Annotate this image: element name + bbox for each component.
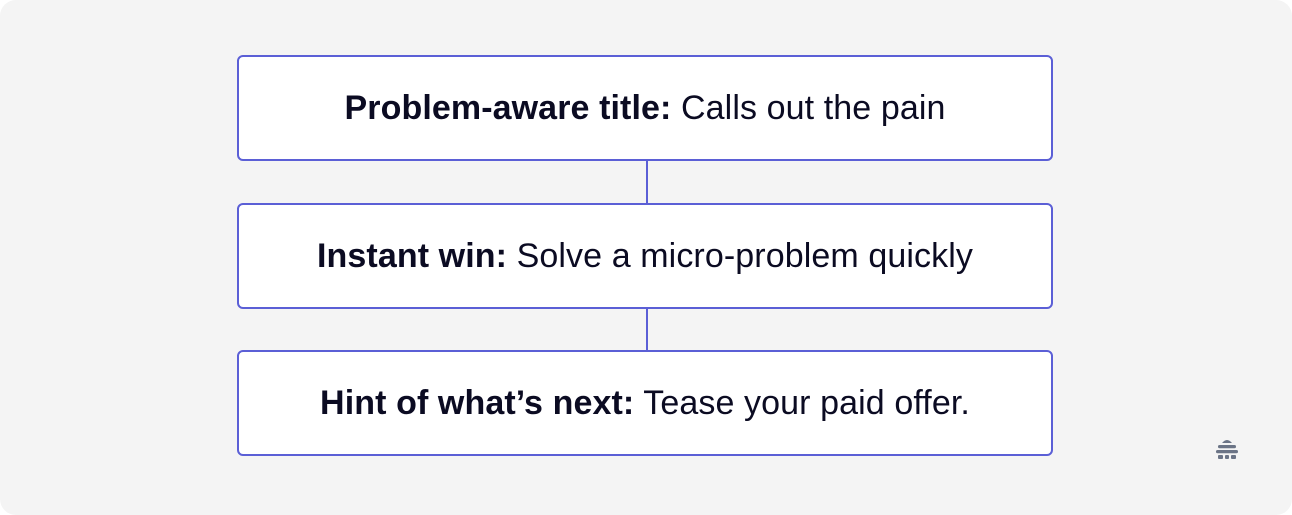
step-lead: Problem-aware title: xyxy=(344,88,672,127)
step-box-problem-aware-title: Problem-aware title: Calls out the pain xyxy=(237,55,1053,161)
step-text: Solve a micro-problem quickly xyxy=(507,236,973,275)
step-lead: Hint of what’s next: xyxy=(320,383,635,422)
step-box-hint-of-whats-next: Hint of what’s next: Tease your paid off… xyxy=(237,350,1053,456)
step-text: Tease your paid offer. xyxy=(634,383,970,422)
step-lead: Instant win: xyxy=(316,236,508,275)
connector-line xyxy=(646,309,648,350)
step-box-instant-win: Instant win: Solve a micro-problem quick… xyxy=(237,203,1053,309)
beehive-icon xyxy=(1212,435,1242,465)
connector-line xyxy=(646,161,648,203)
step-text: Calls out the pain xyxy=(671,88,946,127)
